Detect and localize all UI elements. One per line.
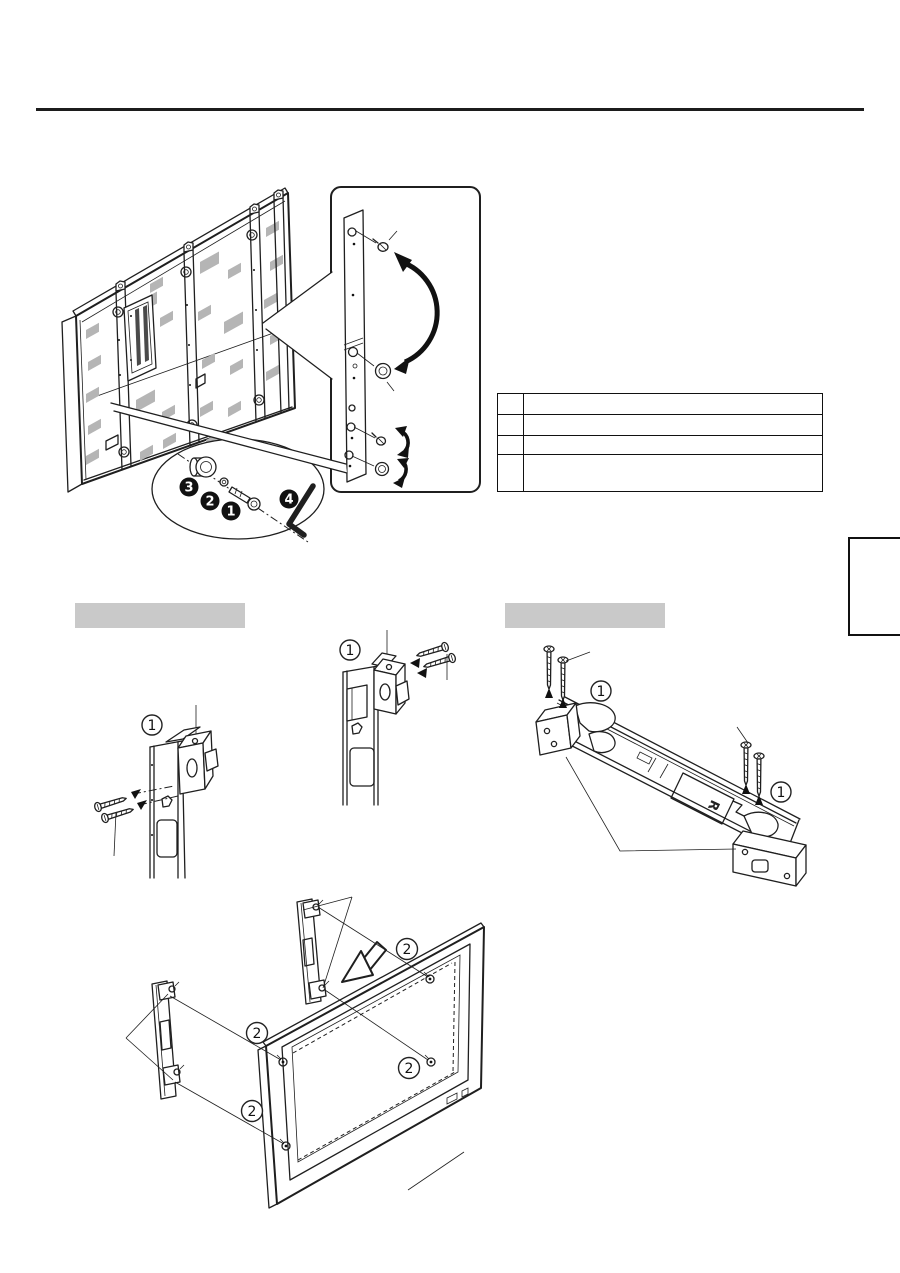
beam-r-marking: R xyxy=(704,797,722,812)
step1-left-bracket-diagram: 1 xyxy=(92,705,219,879)
svg-text:1: 1 xyxy=(346,643,355,659)
step2-badge-b: 2 xyxy=(245,1021,269,1045)
svg-text:1: 1 xyxy=(226,505,235,520)
part-1-badge: 1 xyxy=(221,501,241,521)
rail xyxy=(149,740,186,879)
direction-arrow xyxy=(341,941,387,983)
step1-center-bracket-diagram: 1 xyxy=(339,630,458,806)
svg-text:2: 2 xyxy=(403,942,412,958)
step1-beam-diagram: R xyxy=(535,645,807,887)
svg-text:1: 1 xyxy=(777,785,786,801)
part-2-badge: 2 xyxy=(200,491,220,511)
screw-bottom xyxy=(353,426,387,446)
fastener-parts: 3 2 1 4 xyxy=(177,453,316,543)
table-cell xyxy=(524,436,822,455)
svg-text:1: 1 xyxy=(597,684,606,700)
beam-right-bracket xyxy=(732,811,807,887)
part-washer xyxy=(219,477,229,487)
part-4-badge: 4 xyxy=(279,489,299,509)
part-spacer xyxy=(189,456,217,478)
bezel-frame xyxy=(257,922,485,1209)
svg-text:2: 2 xyxy=(253,1026,262,1042)
hook-rail-center xyxy=(296,898,330,1005)
screws-right xyxy=(736,726,765,805)
screws xyxy=(410,641,458,680)
spacer-bottom xyxy=(351,455,390,477)
bracket xyxy=(371,652,410,715)
screw-top xyxy=(355,230,398,252)
table-cell xyxy=(498,436,524,455)
step1-badge-a: 1 xyxy=(141,714,163,736)
section-header-bar-left xyxy=(75,603,245,628)
svg-text:2: 2 xyxy=(248,1104,257,1120)
connector-recess xyxy=(123,294,157,382)
table-cell xyxy=(498,455,524,491)
detail-panel-figure xyxy=(330,186,481,493)
screws-left xyxy=(543,645,591,708)
part-3-badge: 3 xyxy=(179,477,199,497)
step1-badge-c: 1 xyxy=(590,680,612,702)
svg-text:1: 1 xyxy=(148,718,157,734)
callout-wedges xyxy=(110,271,348,474)
mount-plate xyxy=(343,209,367,483)
rotate-arrow xyxy=(401,259,440,365)
step2-bezel-diagram: 2 2 2 2 xyxy=(125,896,485,1209)
bracket xyxy=(165,726,219,795)
table-cell xyxy=(524,415,822,436)
leader-lines xyxy=(125,896,465,1191)
frame-screw-holes xyxy=(276,971,436,1151)
svg-text:3: 3 xyxy=(184,481,193,496)
step2-badge-a: 2 xyxy=(395,937,419,961)
section-header-bar-right xyxy=(505,603,665,628)
rail xyxy=(342,665,379,806)
parts-table xyxy=(497,393,823,492)
table-cell xyxy=(498,415,524,436)
step2-badge-d: 2 xyxy=(240,1099,264,1123)
part-bolt xyxy=(228,486,261,511)
part-hex-key xyxy=(286,483,316,538)
top-horizontal-rule xyxy=(36,108,864,111)
screws xyxy=(92,785,179,857)
svg-text:2: 2 xyxy=(405,1061,414,1077)
step1-badge-d: 1 xyxy=(770,781,792,803)
page-edge-tab xyxy=(848,537,900,636)
hook-rail-left xyxy=(151,980,185,1100)
table-cell xyxy=(498,394,524,415)
table-cell xyxy=(524,394,822,415)
step2-badge-c: 2 xyxy=(397,1056,421,1080)
beam-left-bracket xyxy=(535,702,616,756)
svg-text:4: 4 xyxy=(284,493,293,508)
step1-badge-b: 1 xyxy=(339,639,361,661)
spacer-middle xyxy=(356,352,395,392)
svg-text:2: 2 xyxy=(205,495,214,510)
